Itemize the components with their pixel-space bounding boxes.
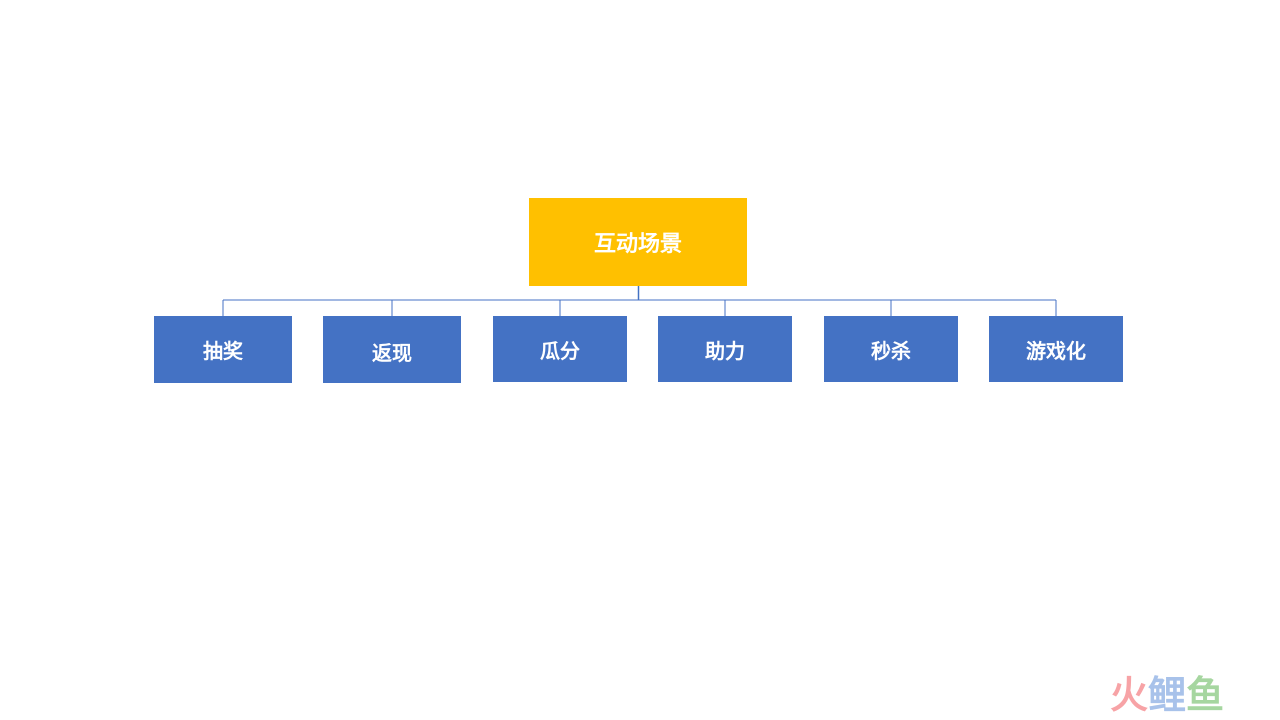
child-node-lottery: 抽奖 bbox=[154, 316, 292, 383]
child-node-label: 助力 bbox=[705, 338, 745, 363]
child-node-label: 秒杀 bbox=[871, 338, 911, 363]
child-node-split: 瓜分 bbox=[493, 316, 627, 382]
root-node-label: 互动场景 bbox=[593, 232, 682, 257]
child-node-boost: 助力 bbox=[658, 316, 792, 382]
watermark-char: 火 bbox=[1110, 673, 1149, 717]
child-node-label: 返现 bbox=[372, 341, 412, 365]
child-node-label: 抽奖 bbox=[203, 339, 243, 363]
root-node: 互动场景 bbox=[529, 198, 747, 286]
child-node-label: 游戏化 bbox=[1026, 338, 1086, 363]
child-node-label: 瓜分 bbox=[540, 338, 580, 363]
watermark-char: 鱼 bbox=[1186, 673, 1225, 717]
child-node-flash-sale: 秒杀 bbox=[824, 316, 958, 382]
watermark-logo: 火 鲤 鱼 bbox=[1110, 674, 1256, 716]
watermark-char: 鲤 bbox=[1148, 673, 1187, 717]
child-node-cashback: 返现 bbox=[323, 316, 461, 383]
child-node-gamification: 游戏化 bbox=[989, 316, 1123, 382]
